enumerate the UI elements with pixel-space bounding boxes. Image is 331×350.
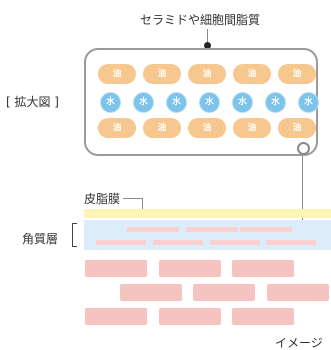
- ceramide-label: セラミドや細胞間脂質: [140, 13, 261, 27]
- stratum-corneum-bracket: [72, 223, 77, 247]
- zoom-connector-line: [302, 156, 303, 236]
- oil-droplet: 油: [278, 64, 316, 84]
- oil-droplet: 油: [188, 64, 226, 84]
- skin-cell: [85, 260, 147, 277]
- water-droplet: 水: [100, 91, 121, 113]
- oil-droplet: 油: [233, 118, 271, 138]
- oil-droplet: 油: [188, 118, 226, 138]
- water-droplet: 水: [298, 91, 319, 113]
- corneocyte-cell: [127, 227, 179, 232]
- sebum-film-label: 皮脂膜: [84, 192, 121, 206]
- corneocyte-cell: [266, 240, 316, 245]
- skin-cell: [159, 260, 221, 277]
- water-droplet: 水: [265, 91, 286, 113]
- skin-cell: [159, 308, 221, 325]
- zoom-connector-dot: [297, 142, 310, 155]
- oil-droplet: 油: [143, 118, 181, 138]
- corneocyte-cell: [96, 240, 146, 245]
- skin-cell: [120, 284, 182, 301]
- skin-cell: [85, 308, 147, 325]
- oil-droplet: 油: [143, 64, 181, 84]
- stratum-corneum-label: 角質層: [22, 232, 59, 246]
- oil-droplet: 油: [98, 64, 136, 84]
- water-droplet: 水: [166, 91, 187, 113]
- water-droplet: 水: [232, 91, 253, 113]
- sebum-leader-vertical: [142, 198, 143, 210]
- skin-cell: [193, 284, 255, 301]
- image-note: イメージ: [275, 336, 323, 350]
- sebum-leader-horizontal: [123, 198, 143, 199]
- oil-droplet: 油: [233, 64, 271, 84]
- skin-cell: [232, 308, 294, 325]
- oil-droplet: 油: [98, 118, 136, 138]
- skin-cell: [267, 284, 329, 301]
- magnified-label: [ 拡大図 ]: [6, 95, 59, 109]
- stratum-corneum-layer: [84, 220, 331, 250]
- corneocyte-cell: [210, 240, 260, 245]
- skin-cell: [232, 260, 294, 277]
- water-droplet: 水: [133, 91, 154, 113]
- ceramide-leader-line: [207, 29, 208, 45]
- ceramide-leader-dot: [204, 42, 211, 49]
- corneocyte-cell: [153, 240, 203, 245]
- oil-droplet: 油: [278, 118, 316, 138]
- corneocyte-cell: [186, 227, 238, 232]
- corneocyte-cell: [240, 227, 292, 232]
- water-droplet: 水: [199, 91, 220, 113]
- sebum-film-layer: [84, 209, 331, 218]
